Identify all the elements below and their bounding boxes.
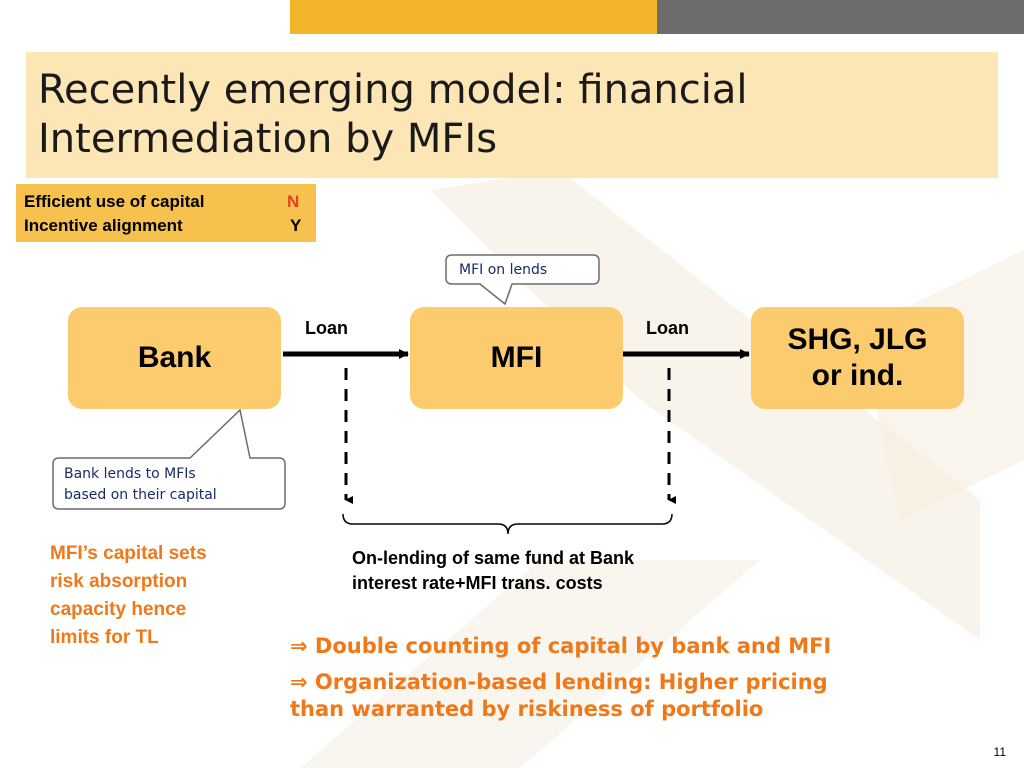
- capital-note-line3: capacity hence: [50, 599, 187, 620]
- header-dark-bar: [657, 0, 1024, 34]
- node-bank-label: Bank: [137, 341, 212, 374]
- node-mfi: MFI: [410, 307, 623, 409]
- criterion-value: N: [287, 192, 300, 211]
- curly-brace: [342, 513, 673, 535]
- criterion-row: Efficient use of capital N: [24, 190, 316, 214]
- onlending-note-line1: On-lending of same fund at Bank: [352, 548, 635, 568]
- mfi-callout-text: MFI on lends: [459, 262, 548, 278]
- capital-note: MFI’s capital sets risk absorption capac…: [50, 540, 260, 652]
- node-bank: Bank: [68, 307, 281, 409]
- conclusion-2: ⇒ Organization-based lending: Higher pri…: [290, 669, 828, 723]
- capital-note-line1: MFI’s capital sets: [50, 543, 207, 564]
- conclusion-2-line1: Organization-based lending: Higher prici…: [314, 670, 828, 694]
- page-number: 11: [993, 745, 1006, 759]
- criterion-label: Incentive alignment: [24, 216, 183, 235]
- header-accent-bar: [290, 0, 657, 34]
- criterion-row: Incentive alignment Y: [24, 214, 316, 238]
- conclusion-1-text: Double counting of capital by bank and M…: [314, 634, 832, 658]
- conclusion-1: ⇒ Double counting of capital by bank and…: [290, 633, 831, 660]
- bank-callout-shape: [52, 408, 286, 510]
- conclusion-2-line2: than warranted by riskiness of portfolio: [290, 697, 764, 721]
- node-mfi-label: MFI: [490, 341, 543, 374]
- edge-label-loan-1: Loan: [305, 318, 348, 338]
- bank-callout-line2: based on their capital: [64, 487, 217, 503]
- title-box: Recently emerging model: financial Inter…: [26, 52, 998, 178]
- implies-icon: ⇒: [290, 634, 308, 658]
- onlending-note: On-lending of same fund at Bank interest…: [352, 546, 772, 596]
- criteria-box: Efficient use of capital N Incentive ali…: [16, 184, 316, 242]
- bank-callout-text: Bank lends to MFIs based on their capita…: [64, 464, 217, 506]
- criterion-value: Y: [290, 216, 302, 235]
- onlending-note-line2: interest rate+MFI trans. costs: [352, 573, 603, 593]
- implies-icon: ⇒: [290, 670, 308, 694]
- capital-note-line4: limits for TL: [50, 627, 159, 648]
- criterion-label: Efficient use of capital: [24, 192, 205, 211]
- slide-title: Recently emerging model: financial Inter…: [38, 67, 748, 162]
- bank-callout-line1: Bank lends to MFIs: [64, 466, 196, 482]
- edge-label-loan-2: Loan: [646, 318, 689, 338]
- capital-note-line2: risk absorption: [50, 571, 188, 592]
- node-borrower-line2: or ind.: [811, 359, 904, 392]
- mfi-callout-shape: [445, 254, 600, 306]
- node-borrower-line1: SHG, JLG: [787, 323, 928, 356]
- node-borrower: SHG, JLG or ind.: [751, 307, 964, 409]
